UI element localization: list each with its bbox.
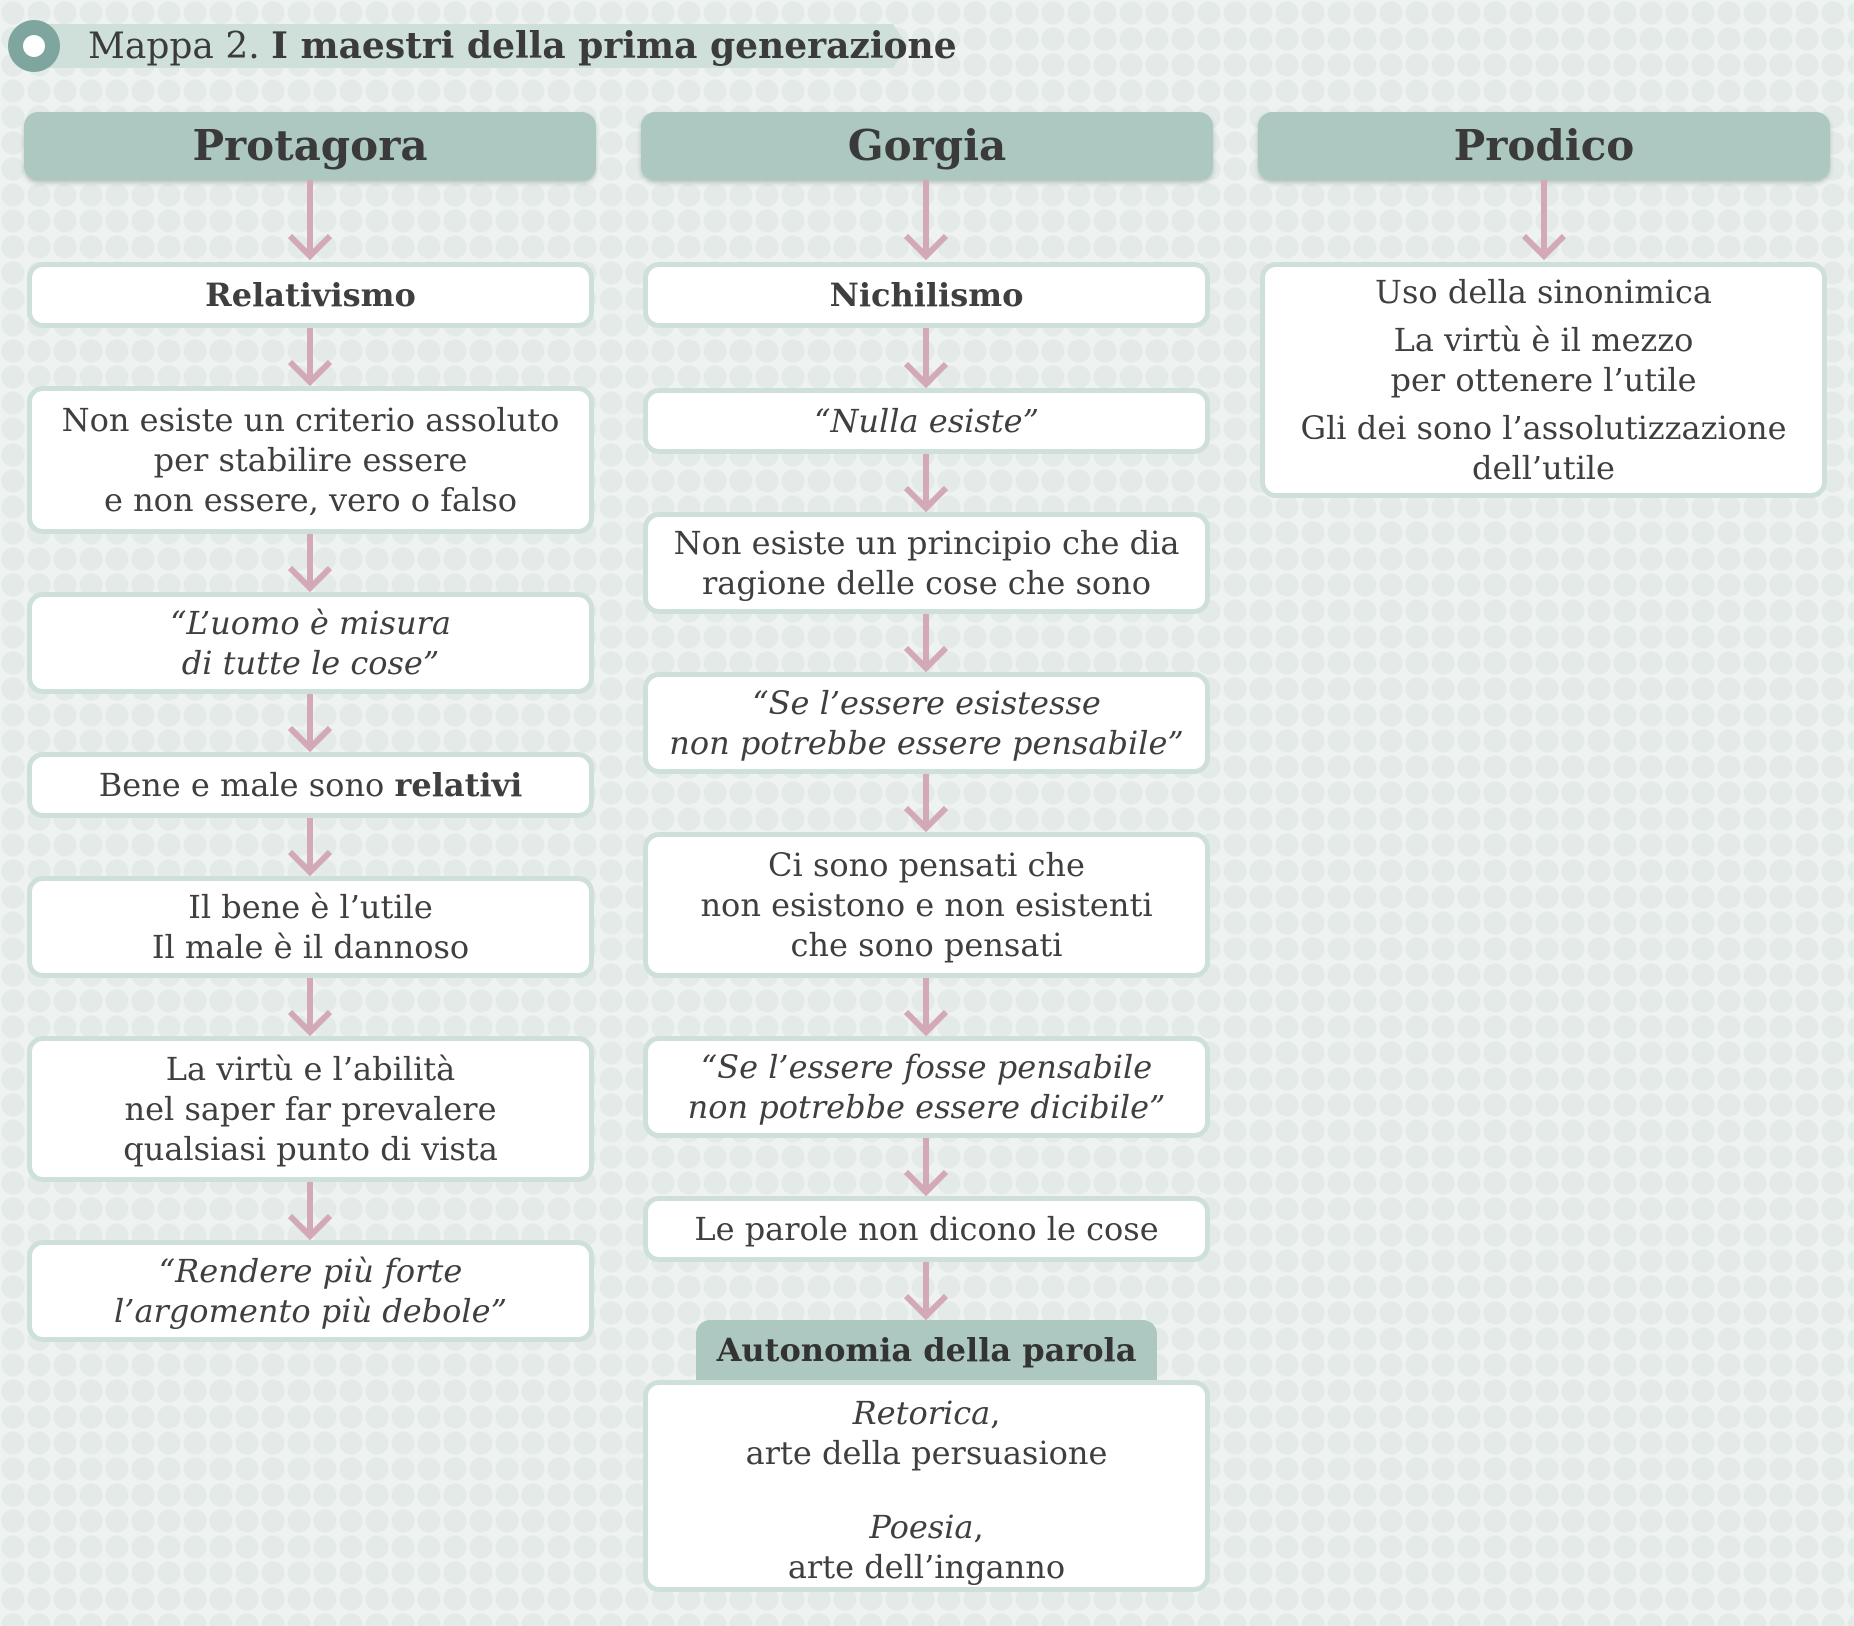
box-line: Ci sono pensati che [768,846,1085,884]
gorgia-box-parole: Le parole non dicono le cose [643,1196,1210,1262]
gorgia-box-autonomia: Retorica, arte della persuasione Poesia,… [643,1380,1210,1592]
box-line: “Se l’essere esistesse [752,684,1101,722]
box-line: La virtù è il mezzo [1393,321,1694,359]
arrow-down-icon [1521,180,1567,261]
arrow-down-icon [287,180,333,261]
arrow-down-icon [903,774,949,833]
box-line: e non essere, vero o falso [103,481,518,519]
retorica-comma: , [990,1394,1001,1432]
box-line: dell’utile [1472,449,1615,487]
poesia-desc: arte dell’inganno [787,1548,1066,1586]
arrow-down-icon [287,534,333,593]
autonomia-header: Autonomia della parola [696,1320,1157,1382]
box-line: non potrebbe essere pensabile” [669,724,1184,762]
box-line: Gli dei sono l’assolutizzazione [1300,409,1787,447]
protagora-box-virtu: La virtù e l’abilità nel saper far preva… [27,1036,594,1182]
arrow-down-icon [903,1262,949,1321]
gorgia-box-pensabile: “Se l’essere fosse pensabile non potrebb… [643,1036,1210,1138]
title-text: Mappa 2. I maestri della prima generazio… [88,24,957,69]
protagora-box-relativismo: Relativismo [27,262,594,328]
arrow-down-icon [903,1138,949,1197]
box-line: per stabilire essere [153,441,468,479]
arrow-down-icon [287,978,333,1037]
arrow-down-icon [287,694,333,753]
title-bullet-icon [8,20,60,72]
box-line: Relativismo [205,276,416,314]
box-line: “L’uomo è misura [170,604,451,642]
protagora-box-utile: Il bene è l’utile Il male è il dannoso [27,876,594,978]
box-line: di tutte le cose” [181,644,440,682]
box-line: “Nulla esiste” [814,402,1039,440]
gorgia-box-esistesse: “Se l’essere esistesse non potrebbe esse… [643,672,1210,774]
protagora-box-uomo-misura: “L’uomo è misura di tutte le cose” [27,592,594,694]
box-line: “Se l’essere fosse pensabile [700,1048,1153,1086]
prodico-box: Uso della sinonimica La virtù è il mezzo… [1260,262,1827,498]
arrow-down-icon [287,328,333,387]
box-line: che sono pensati [790,926,1063,964]
retorica-term: Retorica [852,1394,991,1432]
box-line: non potrebbe essere dicibile” [687,1088,1166,1126]
box-line: Bene e male sono relativi [99,765,523,805]
gorgia-box-nichilismo: Nichilismo [643,262,1210,328]
box-line: Non esiste un principio che dia [673,524,1180,562]
box-line: Le parole non dicono le cose [694,1210,1159,1248]
header-protagora: Protagora [24,112,596,180]
box-line: non esistono e non esistenti [700,886,1153,924]
arrow-down-icon [903,978,949,1037]
arrow-down-icon [903,328,949,389]
gorgia-box-pensati: Ci sono pensati che non esistono e non e… [643,832,1210,978]
poesia-term: Poesia [869,1508,974,1546]
retorica-line: Retorica, [853,1393,1001,1433]
box-line: Il bene è l’utile [188,888,433,926]
arrow-down-icon [287,818,333,877]
box-line: Il male è il dannoso [151,928,470,966]
protagora-box-criterio: Non esiste un criterio assoluto per stab… [27,386,594,534]
box-line: nel saper far prevalere [124,1090,497,1128]
box-line: l’argomento più debole” [114,1292,507,1330]
box-line: “Rendere più forte [158,1252,463,1290]
title-ribbon [34,24,908,68]
box-line: Non esiste un criterio assoluto [61,401,560,439]
bene-male-text: Bene e male sono [98,766,395,804]
box-line: per ottenere l’utile [1390,361,1697,399]
title-prefix: Mappa 2. [88,26,260,67]
relativi-bold: relativi [394,766,523,804]
title-main: I maestri della prima generazione [271,25,957,67]
gorgia-box-nulla-esiste: “Nulla esiste” [643,388,1210,454]
box-line: La virtù e l’abilità [165,1050,456,1088]
box-line: ragione delle cose che sono [702,564,1151,602]
retorica-desc: arte della persuasione [745,1434,1108,1472]
protagora-box-bene-male: Bene e male sono relativi [27,752,594,818]
gorgia-box-principio: Non esiste un principio che dia ragione … [643,512,1210,614]
arrow-down-icon [903,614,949,673]
protagora-box-argomento: “Rendere più forte l’argomento più debol… [27,1240,594,1342]
map-title: Mappa 2. I maestri della prima generazio… [8,20,957,72]
poesia-comma: , [973,1508,984,1546]
arrow-down-icon [903,180,949,261]
arrow-down-icon [287,1182,333,1241]
poesia-line: Poesia, [869,1507,983,1547]
header-gorgia: Gorgia [641,112,1213,180]
box-line: Nichilismo [829,276,1024,314]
box-line: qualsiasi punto di vista [123,1130,498,1168]
header-prodico: Prodico [1258,112,1830,180]
arrow-down-icon [903,454,949,513]
box-line: Uso della sinonimica [1375,273,1712,311]
